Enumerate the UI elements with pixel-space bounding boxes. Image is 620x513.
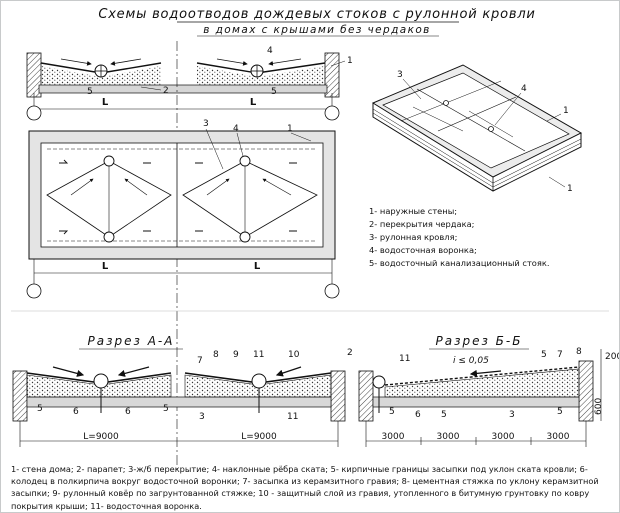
- top-profile-section: 1 2 4 5 5 L L: [26, 41, 353, 471]
- label-bb-5: 5: [541, 350, 547, 360]
- footnote-notes: 1- стена дома; 2- парапет; 3-ж/б перекры…: [11, 464, 599, 511]
- label-bb-3: 3: [509, 410, 515, 420]
- label-aa-7: 7: [197, 356, 203, 366]
- label-bb-6: 6: [415, 410, 421, 420]
- dim-L-top-right: L: [250, 97, 257, 108]
- label-1-iso: 1: [563, 106, 569, 116]
- dim-3000-2: 3000: [437, 432, 460, 442]
- dim-200: 200: [605, 352, 619, 362]
- label-bb-5c: 5: [441, 410, 447, 420]
- dim-3000-3: 3000: [492, 432, 515, 442]
- section-bb: Разрез Б-Б i ≤ 0,05 2 11 5 7 8 5 6 5 3 5…: [347, 334, 619, 447]
- label-bb-11: 11: [399, 354, 410, 364]
- label-aa-11: 11: [253, 350, 264, 360]
- dim-9000-left: L=9000: [83, 432, 119, 442]
- dim-3000-4: 3000: [547, 432, 570, 442]
- label-3-iso: 3: [397, 70, 403, 80]
- label-1b-iso: 1: [567, 184, 573, 194]
- label-aa-5: 5: [37, 404, 43, 414]
- label-2: 2: [163, 86, 169, 96]
- dim-9000-right: L=9000: [241, 432, 277, 442]
- label-bb-7: 7: [557, 350, 563, 360]
- dim-3000-1: 3000: [382, 432, 405, 442]
- slope-label: i ≤ 0,05: [453, 356, 489, 366]
- label-bb-5b: 5: [389, 407, 395, 417]
- label-aa-8: 8: [213, 350, 219, 360]
- title: Схемы водоотводов дождевых стоков с руло…: [98, 7, 535, 22]
- label-4-plan: 4: [233, 124, 239, 134]
- legend-item-1: 1- наружные стены;: [369, 206, 457, 216]
- dim-600: 600: [594, 398, 604, 415]
- section-aa: Разрез А-А 8 9 11 10 7 5 6 6 5 3 11 L=90…: [12, 334, 346, 447]
- label-aa-6b: 6: [125, 407, 131, 417]
- label-bb-8: 8: [576, 347, 582, 357]
- label-bb-2: 2: [347, 348, 353, 358]
- label-bb-5d: 5: [557, 407, 563, 417]
- subtitle: в домах с крышами без чердаков: [203, 24, 430, 36]
- label-aa-5b: 5: [163, 404, 169, 414]
- section-aa-title: Разрез А-А: [88, 334, 175, 348]
- legend-item-2: 2- перекрытия чердака;: [369, 219, 474, 229]
- legend-item-3: 3- рулонная кровля;: [369, 232, 457, 242]
- label-aa-6: 6: [73, 407, 79, 417]
- label-1: 1: [347, 56, 353, 66]
- label-aa-10: 10: [288, 350, 300, 360]
- label-1-plan: 1: [287, 124, 293, 134]
- dim-L-plan-left: L: [102, 261, 109, 272]
- legend: 1- наружные стены; 2- перекрытия чердака…: [369, 206, 550, 268]
- legend-item-5: 5- водосточный канализационный стояк.: [369, 258, 550, 268]
- dim-L-plan-right: L: [254, 261, 261, 272]
- plan-view: 3 4 1 L L: [26, 119, 340, 299]
- label-aa-3: 3: [199, 412, 205, 422]
- legend-item-4: 4- водосточная воронка;: [369, 245, 477, 255]
- dim-L-top-left: L: [102, 97, 109, 108]
- label-5b: 5: [271, 87, 277, 97]
- label-3-plan: 3: [203, 119, 209, 129]
- section-bb-title: Разрез Б-Б: [436, 334, 523, 348]
- label-5: 5: [87, 87, 93, 97]
- label-aa-9: 9: [233, 350, 239, 360]
- label-aa-11b: 11: [287, 412, 298, 422]
- isometric-view: 3 4 1 1: [371, 64, 583, 194]
- label-4: 4: [267, 46, 273, 56]
- label-4-iso: 4: [521, 84, 527, 94]
